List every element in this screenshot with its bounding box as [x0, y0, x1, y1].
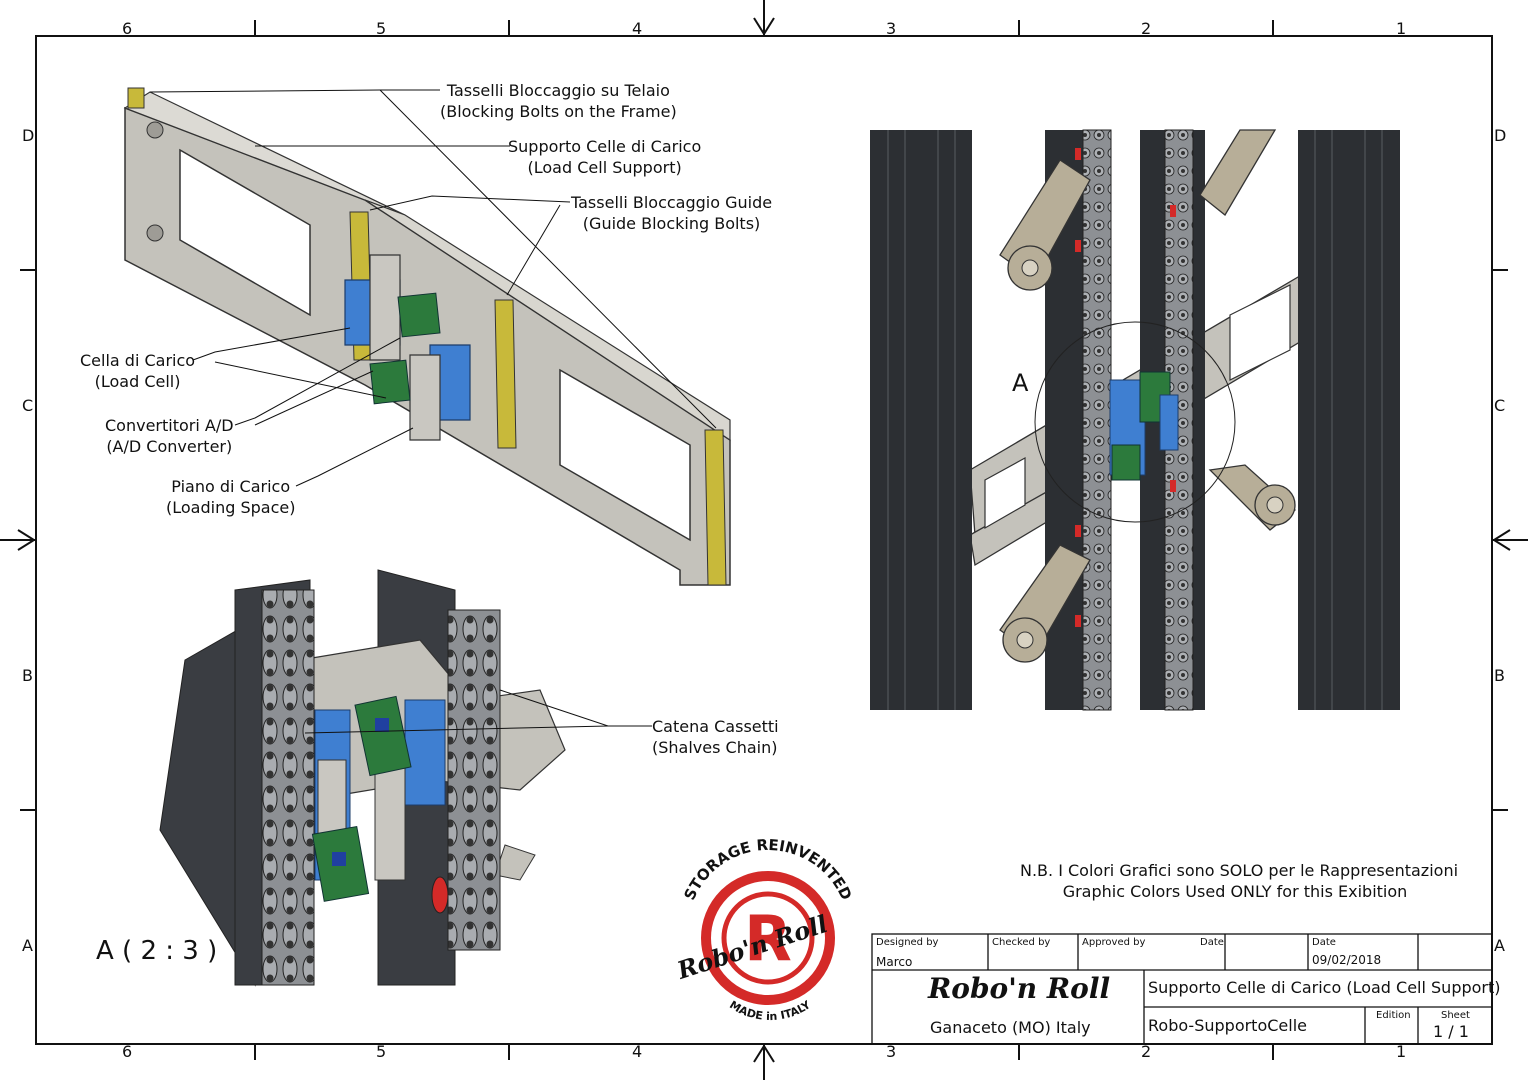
- zone-col-3-top: 3: [886, 19, 897, 38]
- callout-load-cell-support: Supporto Celle di Carico (Load Cell Supp…: [508, 136, 701, 178]
- robonroll-logo: [701, 871, 835, 1005]
- zone-col-4-top: 4: [632, 19, 643, 38]
- drawing-title: Supporto Celle di Carico (Load Cell Supp…: [1148, 978, 1501, 997]
- designed-by-label: Designed by: [876, 937, 939, 948]
- callout-it: Convertitori A/D: [105, 416, 234, 435]
- zone-row-c-left: C: [22, 396, 34, 415]
- zone-col-3-bottom: 3: [886, 1042, 897, 1061]
- designed-by-value: Marco: [876, 955, 913, 969]
- checked-by-label: Checked by: [992, 937, 1051, 948]
- callout-it: Tasselli Bloccaggio su Telaio: [446, 81, 670, 100]
- callout-en: (Guide Blocking Bolts): [582, 214, 761, 233]
- callout-it: Supporto Celle di Carico: [508, 137, 702, 156]
- callout-frame-blocking-bolts: Tasselli Bloccaggio su Telaio (Blocking …: [440, 80, 677, 122]
- callout-it: Cella di Carico: [80, 351, 196, 370]
- approved-by-label: Approved by: [1082, 937, 1146, 948]
- callout-en: (Loading Space): [166, 498, 296, 517]
- logo-letter: R: [744, 902, 792, 975]
- callout-it: Piano di Carico: [171, 477, 291, 496]
- sheet-number: 1 / 1: [1433, 1022, 1469, 1041]
- zone-row-d-left: D: [22, 126, 35, 145]
- sheet-label: Sheet: [1441, 1010, 1470, 1021]
- callout-guide-blocking-bolts: Tasselli Bloccaggio Guide (Guide Blockin…: [571, 192, 772, 234]
- zone-col-1-bottom: 1: [1396, 1042, 1407, 1061]
- zone-row-b-left: B: [22, 666, 33, 685]
- title-block-grid: [871, 933, 1493, 1045]
- callout-load-cell: Cella di Carico (Load Cell): [80, 350, 195, 392]
- color-note: N.B. I Colori Grafici sono SOLO per le R…: [1020, 860, 1459, 902]
- zone-col-4-bottom: 4: [632, 1042, 643, 1061]
- date-value: 09/02/2018: [1312, 953, 1382, 967]
- callout-ad-converter: Convertitori A/D (A/D Converter): [105, 415, 234, 457]
- company-location: Ganaceto (MO) Italy: [930, 1018, 1091, 1037]
- front-view: [870, 129, 1400, 711]
- zone-col-5-bottom: 5: [376, 1042, 387, 1061]
- zone-col-2-bottom: 2: [1141, 1042, 1152, 1061]
- detail-view-a: [159, 569, 652, 987]
- callout-en: (Shalves Chain): [652, 738, 778, 757]
- zone-row-a-right: A: [1494, 936, 1505, 955]
- isometric-assembly-view: [123, 87, 731, 586]
- company-name: Robo'n Roll: [928, 972, 1111, 1005]
- callout-en: (A/D Converter): [106, 437, 233, 456]
- callout-en: (Load Cell Support): [527, 158, 682, 177]
- zone-row-b-right: B: [1494, 666, 1505, 685]
- callout-en: (Blocking Bolts on the Frame): [440, 102, 677, 121]
- zone-row-c-right: C: [1494, 396, 1506, 415]
- note-line-1: N.B. I Colori Grafici sono SOLO per le R…: [1020, 861, 1459, 880]
- callout-shelves-chain: Catena Cassetti (Shalves Chain): [652, 716, 779, 758]
- zone-col-6-bottom: 6: [122, 1042, 133, 1061]
- date-label-approval: Date: [1200, 937, 1224, 948]
- callout-loading-space: Piano di Carico (Loading Space): [166, 476, 295, 518]
- callout-en: (Load Cell): [94, 372, 181, 391]
- zone-col-1-top: 1: [1396, 19, 1407, 38]
- zone-col-6-top: 6: [122, 19, 133, 38]
- callout-it: Tasselli Bloccaggio Guide: [571, 193, 773, 212]
- zone-row-a-left: A: [22, 936, 33, 955]
- callout-it: Catena Cassetti: [652, 717, 779, 736]
- detail-view-label: A ( 2 : 3 ): [96, 936, 218, 966]
- date-label: Date: [1312, 937, 1336, 948]
- zone-row-d-right: D: [1494, 126, 1507, 145]
- zone-ticks: [20, 20, 1508, 1060]
- detail-marker: A: [1012, 369, 1029, 397]
- note-line-2: Graphic Colors Used ONLY for this Exibit…: [1062, 882, 1408, 901]
- edition-label: Edition: [1376, 1010, 1411, 1021]
- zone-col-5-top: 5: [376, 19, 387, 38]
- file-name: Robo-SupportoCelle: [1148, 1016, 1307, 1035]
- zone-col-2-top: 2: [1141, 19, 1152, 38]
